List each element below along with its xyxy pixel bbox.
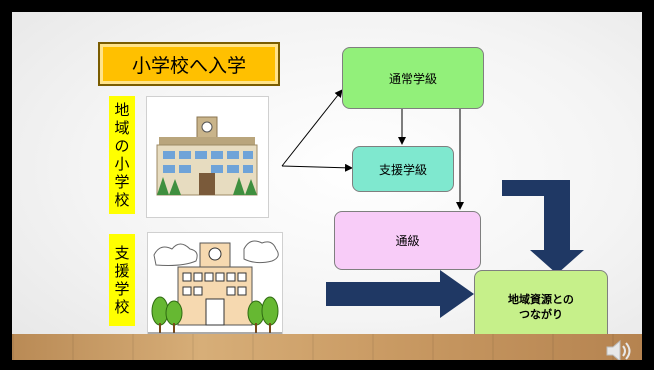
support-school-image	[147, 232, 283, 338]
label-char: 援	[114, 262, 130, 280]
node-label: 支援学級	[378, 162, 427, 177]
node-regular-class: 通常学級	[342, 47, 484, 109]
node-label: 通級	[395, 234, 420, 248]
node-label: 通常学級	[388, 71, 437, 86]
big-arrow-right	[326, 270, 474, 318]
slide: 小学校へ入学 地 域 の 小 学 校	[12, 12, 642, 360]
label-char: 地	[114, 101, 130, 119]
node-community-resources: 地域資源との つながり	[474, 270, 608, 344]
local-school-image	[146, 96, 269, 218]
label-char: の	[114, 137, 130, 155]
label-char: 校	[114, 298, 130, 316]
speaker-icon[interactable]	[604, 338, 634, 360]
label-char: 小	[114, 155, 130, 173]
connector-to-support	[281, 163, 353, 172]
big-arrow-down	[502, 180, 584, 274]
label-char: 学	[114, 280, 130, 298]
label-char: 域	[114, 119, 130, 137]
node-support-class: 支援学級	[352, 146, 454, 192]
school-building-icon	[148, 240, 282, 334]
label-char: 支	[114, 244, 130, 262]
label-char: 校	[114, 191, 130, 209]
slide-title: 小学校へ入学	[98, 42, 280, 86]
node-label-line: つながり	[518, 308, 563, 321]
school-building-icon	[156, 116, 258, 196]
slide-title-text: 小学校へ入学	[131, 54, 246, 77]
node-resource-room: 通級	[334, 211, 481, 270]
support-school-label: 支 援 学 校	[109, 234, 135, 326]
diagram-connectors	[281, 89, 584, 318]
connector-to-regular	[281, 89, 343, 167]
node-label-line: 地域資源との	[508, 293, 574, 306]
floor-background	[12, 334, 642, 360]
label-char: 学	[114, 173, 130, 191]
local-school-label: 地 域 の 小 学 校	[109, 96, 135, 214]
